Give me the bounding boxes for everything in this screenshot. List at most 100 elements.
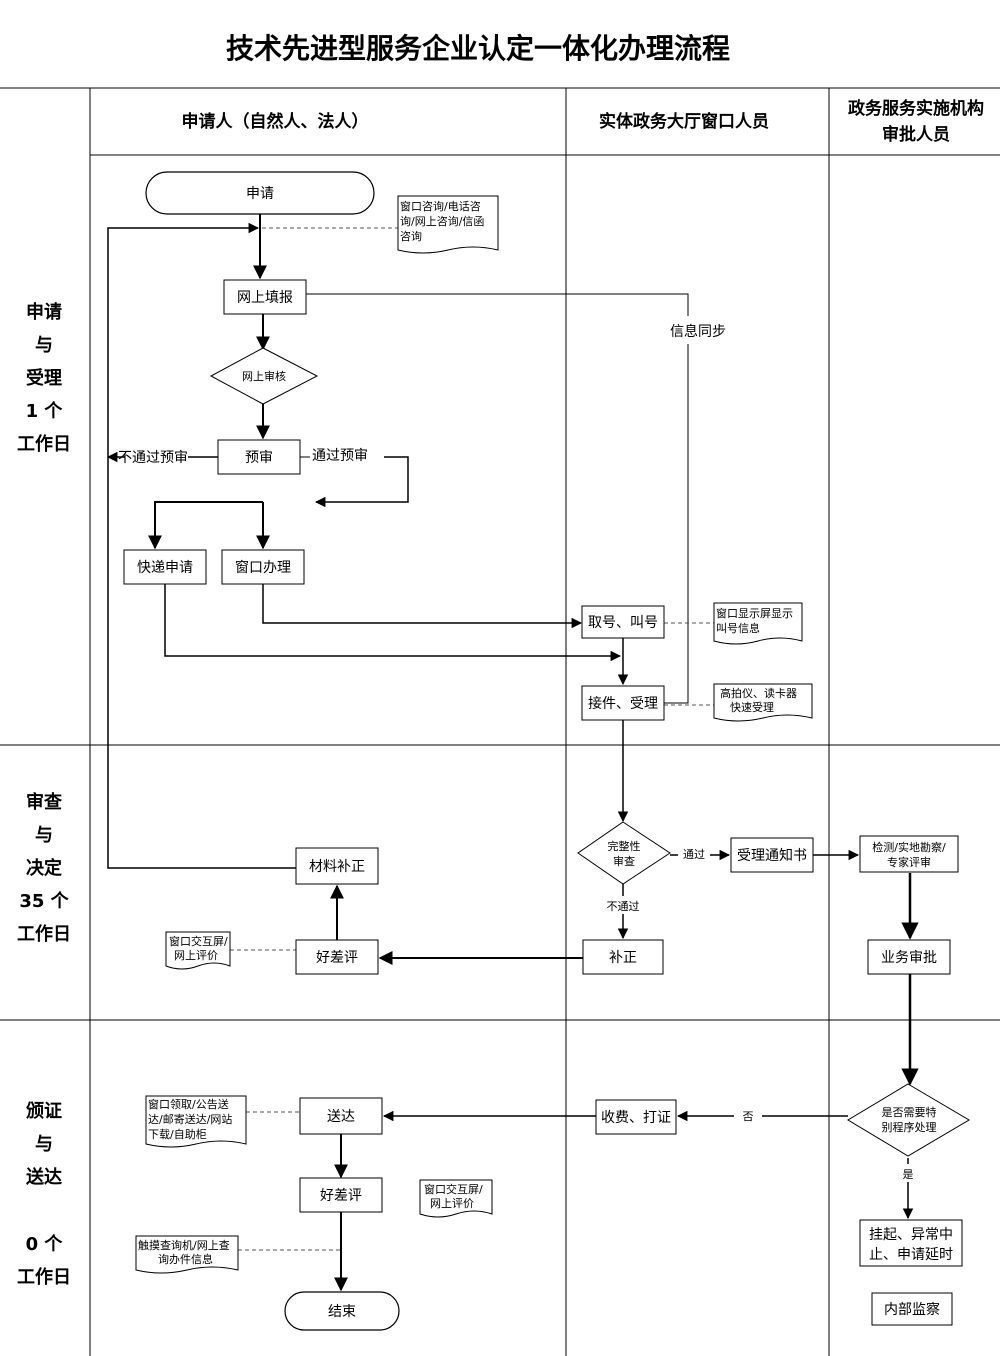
svg-text:咨询: 咨询: [400, 229, 422, 243]
node-take-number: 取号、叫号: [581, 605, 665, 639]
svg-text:内部监察: 内部监察: [884, 1301, 940, 1318]
node-express-apply: 快递申请: [123, 549, 207, 585]
column-header-approver-line2: 审批人员: [882, 124, 950, 145]
svg-text:好差评: 好差评: [320, 1188, 362, 1204]
page-title: 技术先进型服务企业认定一体化办理流程: [226, 32, 730, 65]
label-no: 否: [743, 1110, 754, 1123]
svg-text:送达: 送达: [327, 1109, 355, 1125]
note-evaluation-1: 窗口交互屏/ 网上评价: [165, 931, 231, 970]
node-rating-1: 好差评: [295, 939, 379, 975]
node-accept: 接件、受理: [581, 685, 665, 721]
svg-text:好差评: 好差评: [316, 950, 358, 966]
node-window-handle: 窗口办理: [221, 549, 305, 585]
svg-text:止、申请延时: 止、申请延时: [869, 1247, 953, 1263]
stage-label-3: 颁证 与 送达 0 个 工作日: [17, 1101, 71, 1288]
node-suspend: 挂起、异常中 止、申请延时: [859, 1219, 963, 1267]
label-info-sync: 信息同步: [670, 323, 726, 340]
svg-text:取号、叫号: 取号、叫号: [588, 615, 658, 631]
svg-text:达/邮寄送达/网站: 达/邮寄送达/网站: [148, 1112, 232, 1126]
label-not-pass-prereview: 不通过预审: [118, 450, 188, 466]
note-screen-display: 窗口显示屏显示 叫号信息: [713, 602, 803, 645]
svg-text:叫号信息: 叫号信息: [716, 621, 760, 635]
svg-text:申请: 申请: [246, 186, 274, 202]
connectors: [106, 214, 919, 1292]
node-internal-supervision: 内部监察: [871, 1292, 953, 1326]
svg-text:窗口显示屏显示: 窗口显示屏显示: [716, 606, 793, 620]
node-business-approval: 业务审批: [867, 939, 951, 975]
svg-text:0 个: 0 个: [26, 1233, 64, 1255]
svg-text:审查: 审查: [613, 854, 635, 868]
svg-text:高拍仪、读卡器: 高拍仪、读卡器: [720, 686, 797, 700]
node-apply: 申请: [145, 171, 375, 215]
node-online-review: 网上审核: [209, 347, 319, 405]
svg-text:1 个: 1 个: [26, 400, 64, 422]
node-fee-print: 收费、打证: [595, 1099, 677, 1135]
svg-text:结束: 结束: [328, 1304, 356, 1320]
svg-text:送达: 送达: [25, 1166, 62, 1188]
svg-text:决定: 决定: [26, 857, 62, 879]
node-special-procedure: 是否需要特 别程序处理: [847, 1083, 970, 1157]
svg-text:窗口交互屏/: 窗口交互屏/: [424, 1182, 483, 1196]
svg-text:受理: 受理: [26, 367, 62, 389]
svg-text:询/网上咨询/信函: 询/网上咨询/信函: [400, 214, 484, 228]
svg-text:工作日: 工作日: [17, 433, 71, 455]
svg-text:业务审批: 业务审批: [881, 950, 937, 966]
note-consult: 窗口咨询/电话咨 询/网上咨询/信函 咨询: [397, 195, 499, 254]
svg-text:工作日: 工作日: [17, 1266, 71, 1288]
column-header-window: 实体政务大厅窗口人员: [599, 111, 769, 132]
column-header-approver-line1: 政务服务实施机构: [848, 98, 984, 119]
stage-label-2: 审查 与 决定 35 个 工作日: [17, 791, 71, 945]
note-delivery-methods: 窗口领取/公告送 达/邮寄送达/网站 下载/自助柜: [145, 1095, 247, 1148]
svg-text:网上审核: 网上审核: [242, 369, 286, 383]
svg-text:窗口办理: 窗口办理: [235, 559, 291, 576]
svg-text:检测/实地勘察/: 检测/实地勘察/: [872, 840, 946, 854]
svg-text:快速受理: 快速受理: [730, 701, 774, 714]
svg-text:接件、受理: 接件、受理: [588, 695, 658, 712]
node-supplement: 补正: [582, 939, 664, 975]
svg-text:专家评审: 专家评审: [887, 855, 931, 869]
node-completeness-check: 完整性 审查: [577, 821, 671, 885]
svg-text:预审: 预审: [245, 450, 273, 466]
svg-text:网上评价: 网上评价: [174, 949, 218, 962]
svg-text:35 个: 35 个: [19, 890, 69, 912]
node-rating-2: 好差评: [299, 1177, 383, 1213]
svg-text:收费、打证: 收费、打证: [601, 1109, 671, 1126]
node-inspect-review: 检测/实地勘察/ 专家评审: [859, 835, 959, 873]
node-prereview: 预审: [217, 439, 301, 475]
svg-text:网上评价: 网上评价: [430, 1197, 474, 1210]
node-deliver: 送达: [299, 1097, 383, 1135]
svg-text:受理通知书: 受理通知书: [737, 847, 807, 864]
svg-text:窗口咨询/电话咨: 窗口咨询/电话咨: [400, 199, 481, 213]
svg-text:颁证: 颁证: [26, 1101, 62, 1122]
svg-text:别程序处理: 别程序处理: [882, 1120, 937, 1134]
label-pass: 通过: [683, 848, 705, 861]
label-yes: 是: [903, 1168, 914, 1181]
dashed-connectors: [230, 227, 714, 1251]
label-not-pass: 不通过: [607, 900, 640, 913]
svg-text:窗口领取/公告送: 窗口领取/公告送: [148, 1097, 229, 1111]
svg-text:申请: 申请: [26, 301, 62, 323]
svg-text:与: 与: [35, 825, 53, 846]
table-grid: [0, 87, 1000, 1356]
svg-text:询办件信息: 询办件信息: [158, 1252, 213, 1266]
svg-text:工作日: 工作日: [17, 923, 71, 945]
svg-text:窗口交互屏/: 窗口交互屏/: [169, 934, 228, 948]
svg-text:网上填报: 网上填报: [237, 290, 293, 306]
node-end: 结束: [284, 1291, 400, 1331]
svg-text:补正: 补正: [609, 950, 637, 966]
svg-text:是否需要特: 是否需要特: [882, 1105, 937, 1119]
svg-text:完整性: 完整性: [608, 839, 641, 853]
node-material-supplement: 材料补正: [295, 847, 379, 885]
svg-text:审查: 审查: [26, 791, 62, 813]
svg-text:与: 与: [35, 335, 53, 356]
svg-text:快递申请: 快递申请: [137, 560, 193, 576]
svg-text:下载/自助柜: 下载/自助柜: [148, 1127, 207, 1141]
note-camera-reader: 高拍仪、读卡器 快速受理: [713, 683, 813, 722]
stage-label-1: 申请 与 受理 1 个 工作日: [17, 301, 71, 455]
node-accept-notice: 受理通知书: [730, 837, 814, 873]
node-online-fill: 网上填报: [223, 279, 307, 315]
svg-text:与: 与: [35, 1134, 53, 1155]
note-evaluation-2: 窗口交互屏/ 网上评价: [419, 1179, 493, 1218]
svg-text:触摸查询机/网上查: 触摸查询机/网上查: [138, 1238, 230, 1252]
